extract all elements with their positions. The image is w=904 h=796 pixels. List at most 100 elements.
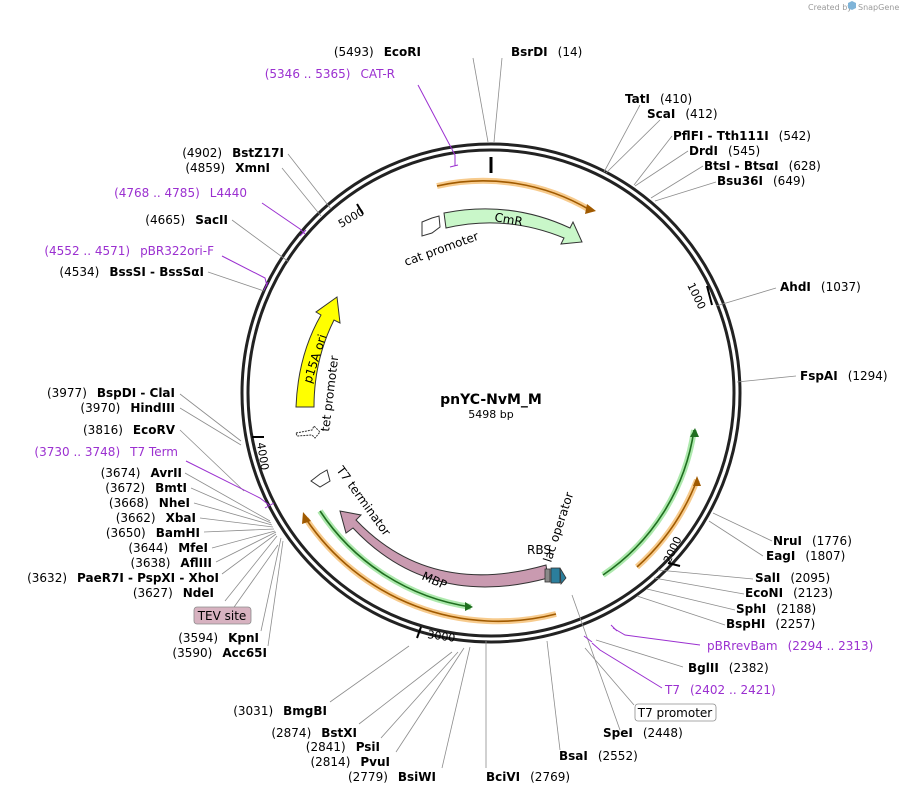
enzyme-label-bstxi[interactable]: (2874)BstXI — [271, 726, 357, 740]
enzyme-label-econi[interactable]: EcoNI(2123) — [745, 586, 833, 600]
enzyme-label-bmti[interactable]: (3672)BmtI — [105, 481, 187, 495]
leader-bmgbi — [329, 645, 410, 703]
enzyme-label-bsrdi[interactable]: BsrDI(14) — [511, 45, 582, 59]
enzyme-label-tati[interactable]: TatI(410) — [625, 92, 692, 106]
enzyme-label-bmgbi[interactable]: (3031)BmgBI — [233, 704, 327, 718]
enzyme-label-bcivi[interactable]: BciVI(2769) — [486, 770, 570, 784]
primer-label-pbr322ori-f[interactable]: (4552 .. 4571)pBR322ori-F — [44, 244, 214, 258]
tev-site-box[interactable]: TEV site — [193, 606, 252, 625]
leader-scai — [605, 119, 661, 174]
leader-avrii — [184, 472, 271, 522]
lower-orange-orf-line — [305, 518, 557, 623]
cmr-orf-line — [436, 180, 591, 211]
enzyme-label-xbai[interactable]: (3662)XbaI — [116, 511, 196, 525]
leader-pflfi — [633, 135, 673, 186]
snapgene-brand: SnapGene — [858, 3, 899, 12]
enzyme-label-nhei[interactable]: (3668)NheI — [109, 496, 190, 510]
right-orange-orf-line — [636, 479, 698, 568]
enzyme-label-sphi[interactable]: SphI(2188) — [736, 602, 816, 616]
leader-bsssi — [207, 271, 265, 292]
leader-xmni — [281, 167, 322, 217]
tet-promoter-label: tet promoter — [318, 355, 341, 432]
enzyme-label-bspdi-clai[interactable]: (3977)BspDI - ClaI — [47, 386, 175, 400]
snapgene-logo: SnapGene — [848, 1, 899, 12]
enzyme-label-eagi[interactable]: EagI(1807) — [766, 549, 845, 563]
enzyme-label-ecorv[interactable]: (3816)EcoRV — [83, 423, 176, 437]
primer-mark-t7 — [583, 635, 593, 643]
leader-sphi — [646, 588, 736, 611]
rbs-label: RBS — [527, 543, 551, 557]
enzyme-label-pflfi-tth111i[interactable]: PflFI - Tth111I(542) — [673, 129, 811, 143]
enzyme-label-drdi[interactable]: DrdI(545) — [689, 144, 760, 158]
t7-promoter-box[interactable]: T7 promoter — [634, 703, 717, 722]
snapgene-icon — [848, 1, 856, 10]
leader-psii — [380, 651, 459, 739]
lower-green-orf-head — [465, 602, 473, 611]
enzyme-label-hindiii[interactable]: (3970)HindIII — [80, 401, 175, 415]
lac-operator-marker — [550, 567, 561, 584]
enzyme-label-acc65i[interactable]: (3590)Acc65I — [172, 646, 267, 660]
enzyme-label-sacii[interactable]: (4665)SacII — [145, 213, 228, 227]
tick-4000-label: 4000 — [254, 441, 271, 471]
enzyme-label-pvui[interactable]: (2814)PvuI — [310, 755, 390, 769]
primer-label-cat-r[interactable]: (5346 .. 5365)CAT-R — [265, 67, 395, 81]
leader-bsu36i — [654, 181, 717, 202]
cat-promoter-label: cat promoter — [402, 229, 480, 269]
tev-site-label: TEV site — [197, 609, 247, 623]
leader-nrui — [712, 512, 773, 542]
leader-econi — [653, 577, 745, 595]
enzyme-label-spei[interactable]: SpeI(2448) — [603, 726, 683, 740]
primer-label-pbrrevbam[interactable]: pBRrevBam(2294 .. 2313) — [707, 639, 873, 653]
primer-label-t7[interactable]: T7(2402 .. 2421) — [664, 683, 776, 697]
enzyme-label-avrii[interactable]: (3674)AvrII — [101, 466, 182, 480]
enzyme-label-bsiwi[interactable]: (2779)BsiWI — [348, 770, 436, 784]
enzyme-label-bsu36i[interactable]: Bsu36I(649) — [717, 174, 805, 188]
enzyme-label-bsai[interactable]: BsaI(2552) — [559, 749, 638, 763]
leader-bmti — [190, 487, 272, 524]
enzyme-label-nrui[interactable]: NruI(1776) — [773, 534, 852, 548]
enzyme-label-scai[interactable]: ScaI(412) — [647, 107, 718, 121]
enzyme-label-mfei[interactable]: (3644)MfeI — [128, 541, 208, 555]
tick-3000-mark — [416, 626, 422, 639]
mbp-arrow — [339, 510, 549, 588]
enzyme-label-ecori[interactable]: (5493)EcoRI — [334, 45, 421, 59]
tev-site-background — [193, 606, 252, 625]
enzyme-label-psii[interactable]: (2841)PsiI — [306, 740, 380, 754]
enzyme-label-bstz17i[interactable]: (4902)BstZ17I — [182, 146, 284, 160]
enzyme-label-bsphi[interactable]: BspHI(2257) — [726, 617, 815, 631]
tick-1000-mark — [706, 285, 713, 306]
leader-bsphi — [636, 595, 726, 626]
leader-acc65i — [267, 540, 284, 647]
leader-bstz17i — [287, 153, 332, 210]
primer-mark-cat-r — [449, 164, 459, 168]
enzyme-labels: (5493)EcoRI BsrDI(14) TatI(410) ScaI(412… — [27, 45, 887, 784]
right-orange-orf-head — [693, 476, 701, 486]
enzyme-label-ndei[interactable]: (3627)NdeI — [133, 586, 214, 600]
enzyme-label-bglii[interactable]: BglII(2382) — [688, 661, 769, 675]
tick-5000-label: 5000 — [336, 205, 367, 230]
enzyme-label-kpni[interactable]: (3594)KpnI — [178, 631, 259, 645]
tick-5000: 5000 — [336, 203, 367, 231]
primer-label-l4440[interactable]: (4768 .. 4785)L4440 — [114, 186, 247, 200]
enzyme-label-fspai[interactable]: FspAI(1294) — [800, 369, 888, 383]
position-ticks: 1000 2000 3000 4000 5000 — [252, 203, 713, 645]
leader-lines — [179, 57, 797, 769]
tet-promoter-arrow — [295, 425, 321, 439]
tick-2000-mark — [667, 562, 681, 567]
leader-sali — [657, 569, 754, 580]
enzyme-label-paer7i-pspxi-xhoi[interactable]: (3632)PaeR7I - PspXI - XhoI — [27, 571, 219, 585]
primer-label-t7-term[interactable]: (3730 .. 3748)T7 Term — [34, 445, 178, 459]
rbs-marker — [544, 568, 551, 583]
enzyme-label-btsi-btsai[interactable]: BtsI - BtsαI(628) — [704, 159, 821, 173]
enzyme-label-sali[interactable]: SalI(2095) — [755, 571, 830, 585]
enzyme-label-bamhi[interactable]: (3650)BamHI — [106, 526, 200, 540]
primer-leader-pbrrevbam — [612, 627, 701, 646]
leader-afliii — [215, 531, 277, 563]
enzyme-label-afliii[interactable]: (3638)AflIII — [131, 556, 212, 570]
enzyme-label-ahdi[interactable]: AhdI(1037) — [780, 280, 861, 294]
enzyme-label-bsssi-bsssai[interactable]: (4534)BssSI - BssSαI — [59, 265, 204, 279]
cmr-arrow — [443, 208, 583, 245]
leader-t7-promoter — [584, 647, 635, 706]
enzyme-label-xmni[interactable]: (4859)XmnI — [185, 161, 270, 175]
leader-spei — [571, 594, 621, 731]
